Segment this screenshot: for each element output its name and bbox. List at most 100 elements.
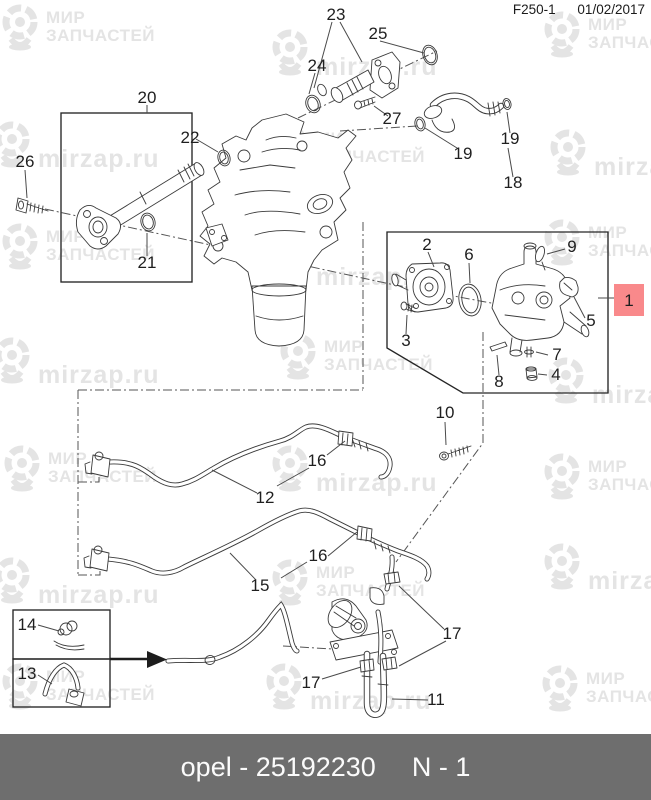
callout-17-a[interactable]: 17 xyxy=(443,624,462,643)
highlight-rect[interactable] xyxy=(614,284,644,316)
callout-19-a[interactable]: 19 xyxy=(454,144,473,163)
callout-15[interactable]: 15 xyxy=(251,576,270,595)
thermostat-drawing xyxy=(391,262,454,313)
cap-9-drawing xyxy=(535,245,546,271)
nut-4-drawing xyxy=(525,366,538,381)
watermark-site-text: mirzap.ru xyxy=(588,567,651,595)
bolt-26-drawing xyxy=(15,197,49,214)
map-pin-gear-logo-icon xyxy=(544,11,580,58)
centerline-outlet-tube xyxy=(297,50,438,119)
footer-catalog-part: opel - 25192230 xyxy=(180,751,376,782)
engine-block-drawing xyxy=(199,113,357,347)
callout-3[interactable]: 3 xyxy=(401,331,410,350)
map-pin-gear-logo-icon xyxy=(272,29,308,76)
page-header: F250-1 01/02/2017 xyxy=(0,2,645,17)
watermark-site-text: mirzap.ru xyxy=(594,153,651,181)
centerline-hose13-to-pump xyxy=(282,645,333,650)
watermark-site-text: mirzap.ru xyxy=(38,361,160,389)
map-pin-gear-logo-icon xyxy=(2,663,38,710)
map-pin-gear-logo-icon xyxy=(0,121,30,168)
map-pin-gear-logo-icon xyxy=(544,543,580,590)
callout-17-b[interactable]: 17 xyxy=(302,673,321,692)
callout-18[interactable]: 18 xyxy=(504,173,523,192)
callout-16-b[interactable]: 16 xyxy=(309,546,328,565)
group-box-13 xyxy=(12,658,111,708)
seal-5-drawing xyxy=(559,276,579,298)
group-box-20 xyxy=(60,112,193,283)
centerline-housing-to-pump xyxy=(395,332,484,563)
watermark-site: mirzap.ru xyxy=(546,356,651,408)
watermark-site: mirzap.ru xyxy=(548,128,651,180)
callout-4[interactable]: 4 xyxy=(551,365,560,384)
callout-21[interactable]: 21 xyxy=(138,253,157,272)
clip-14-drawing xyxy=(53,620,85,651)
callout-2[interactable]: 2 xyxy=(422,235,431,254)
water-outlet-tube-drawing xyxy=(305,44,438,114)
callout-26[interactable]: 26 xyxy=(16,152,35,171)
centerline-vertical-engine xyxy=(77,222,364,577)
callout-23[interactable]: 23 xyxy=(327,5,346,24)
map-pin-gear-logo-icon xyxy=(544,453,580,500)
map-pin-gear-logo-icon xyxy=(548,357,584,404)
callout-16-a[interactable]: 16 xyxy=(308,451,327,470)
callout-10[interactable]: 10 xyxy=(436,403,455,422)
map-pin-gear-logo-icon xyxy=(2,4,38,51)
callout-7[interactable]: 7 xyxy=(552,345,561,364)
bypass-hose-drawing xyxy=(414,92,512,133)
watermark-site: mirzap.ru xyxy=(264,662,432,714)
callout-12[interactable]: 12 xyxy=(256,488,275,507)
callout-1[interactable]: 1 xyxy=(624,291,633,310)
highlight-part-1[interactable]: 1 xyxy=(614,284,644,316)
thermostat-housing-drawing xyxy=(491,242,590,357)
map-pin-gear-logo-icon xyxy=(4,445,40,492)
callout-25[interactable]: 25 xyxy=(369,24,388,43)
callout-24[interactable]: 24 xyxy=(308,56,327,75)
figure-date: 01/02/2017 xyxy=(577,2,645,17)
watermark-site-text: mirzap.ru xyxy=(316,469,438,497)
water-pipe-drawing xyxy=(75,162,205,250)
callout-19-b[interactable]: 19 xyxy=(501,129,520,148)
watermark-site: mirzap.ru xyxy=(0,556,160,608)
watermark-site-text: mirzap.ru xyxy=(592,381,651,409)
callout-20[interactable]: 20 xyxy=(138,88,157,107)
bolt-10-drawing xyxy=(439,445,472,461)
callout-27[interactable]: 27 xyxy=(383,109,402,128)
watermark-site: mirzap.ru xyxy=(0,336,160,388)
figure-code: F250-1 xyxy=(512,2,556,17)
map-pin-gear-logo-icon xyxy=(0,557,30,604)
callout-11[interactable]: 11 xyxy=(427,690,445,709)
watermark-site: mirzap.ru xyxy=(270,444,438,496)
footer-sheet: N - 1 xyxy=(411,751,471,782)
installed-hose-drawing xyxy=(165,601,300,665)
callout-6[interactable]: 6 xyxy=(464,245,473,264)
callout-22[interactable]: 22 xyxy=(181,128,200,147)
centerline-main-axis xyxy=(44,208,561,317)
callout-labels: 23 25 24 27 19 19 18 20 22 26 21 2 6 9 3… xyxy=(16,5,596,709)
oring-22-drawing xyxy=(217,149,231,167)
centerline-hose18 xyxy=(339,125,418,132)
map-pin-gear-logo-icon xyxy=(544,219,580,266)
bolt-27-drawing xyxy=(354,96,376,110)
callout-14[interactable]: 14 xyxy=(18,615,37,634)
callout-9[interactable]: 9 xyxy=(567,237,576,256)
pump-outlet-hose-11-drawing xyxy=(359,650,398,719)
map-pin-gear-logo-icon xyxy=(2,223,38,270)
callout-8[interactable]: 8 xyxy=(494,372,503,391)
callout-5[interactable]: 5 xyxy=(586,311,595,330)
map-pin-gear-logo-icon xyxy=(550,129,586,176)
auxiliary-pump-drawing xyxy=(327,554,401,665)
callout-13[interactable]: 13 xyxy=(18,664,37,683)
watermark-site: mirzap.ru xyxy=(542,542,651,594)
